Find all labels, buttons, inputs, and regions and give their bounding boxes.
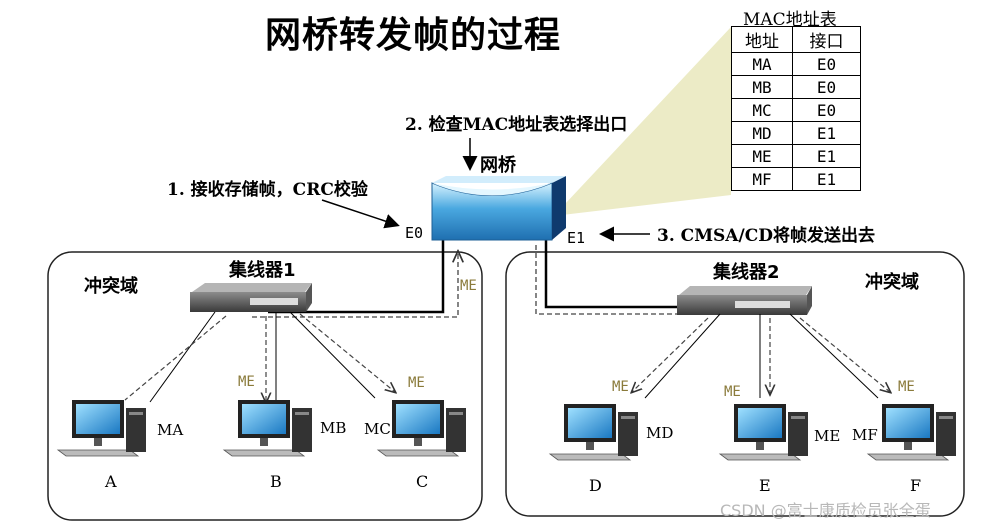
port-cell: E1 <box>792 167 861 191</box>
mac-cell: MB <box>731 75 793 99</box>
pc-a-icon <box>56 400 146 457</box>
port-cell: E1 <box>792 144 861 168</box>
pc-c-mac: MC <box>364 420 391 438</box>
pc-a-name: A <box>105 472 117 491</box>
mac-table-header-address: 地址 <box>731 26 793 53</box>
pc-e-icon <box>718 404 808 461</box>
frame-label-to-b: ME <box>238 374 255 390</box>
bridge-left-link <box>268 240 445 314</box>
pc-c-icon <box>376 400 466 457</box>
pc-b-name: B <box>270 472 282 491</box>
pc-e-mac: ME <box>814 427 841 445</box>
frame-label-to-d: ME <box>612 379 629 395</box>
pc-b-icon <box>222 400 312 457</box>
diagram-title: 网桥转发帧的过程 <box>265 14 562 56</box>
mac-cell: MA <box>731 52 793 76</box>
mac-table-header-row: 地址 接口 <box>731 26 861 53</box>
hub-2-device <box>677 286 812 315</box>
left-collision-domain <box>47 251 483 521</box>
frame-label-to-c: ME <box>408 375 425 391</box>
left-collision-domain-label: 冲突域 <box>84 276 138 297</box>
pc-f-name: F <box>910 476 922 495</box>
pc-d-icon <box>548 404 638 461</box>
hub-1-label: 集线器1 <box>229 260 296 281</box>
frame-path-bridge-out <box>535 245 690 315</box>
mac-cell: ME <box>731 144 793 168</box>
port-cell: E1 <box>792 121 861 145</box>
port-cell: E0 <box>792 98 861 122</box>
mac-cell: MF <box>731 167 793 191</box>
right-collision-domain <box>505 251 965 517</box>
step1-label: 1. 接收存储帧，CRC校验 <box>167 180 368 200</box>
frame-path-uplink <box>252 252 458 318</box>
bridge-port-e1: E1 <box>567 229 586 247</box>
pc-f-icon <box>866 404 956 461</box>
mac-cell: MC <box>731 98 793 122</box>
watermark: CSDN @富士康质检员张全蛋 <box>720 501 931 520</box>
pc-e-name: E <box>759 476 771 495</box>
lookup-beam <box>550 27 731 220</box>
mac-table-caption: MAC地址表 <box>743 10 837 30</box>
mac-cell: MD <box>731 121 793 145</box>
step1-arrow <box>321 199 400 229</box>
bridge-label: 网桥 <box>480 155 516 176</box>
pc-f-mac: MF <box>852 426 878 444</box>
bridge-device <box>431 176 566 241</box>
step2-label: 2. 检查MAC地址表选择出口 <box>405 115 628 135</box>
pc-a-mac: MA <box>157 421 184 439</box>
hub-2-label: 集线器2 <box>713 262 780 283</box>
port-cell: E0 <box>792 75 861 99</box>
hub-1-device <box>190 283 312 312</box>
mac-table-header-port: 接口 <box>792 26 861 53</box>
frame-label-uplink: ME <box>460 278 477 294</box>
pc-d-name: D <box>589 476 602 495</box>
right-collision-domain-label: 冲突域 <box>865 272 919 293</box>
pc-c-name: C <box>416 472 429 491</box>
step3-label: 3. CMSA/CD将帧发送出去 <box>657 226 875 246</box>
bridge-port-e0: E0 <box>405 224 424 242</box>
pc-d-mac: MD <box>646 424 674 442</box>
frame-label-to-f: ME <box>898 379 915 395</box>
pc-b-mac: MB <box>320 419 347 437</box>
port-cell: E0 <box>792 52 861 76</box>
frame-label-to-e: ME <box>724 384 741 400</box>
bridge-right-link <box>544 240 690 309</box>
